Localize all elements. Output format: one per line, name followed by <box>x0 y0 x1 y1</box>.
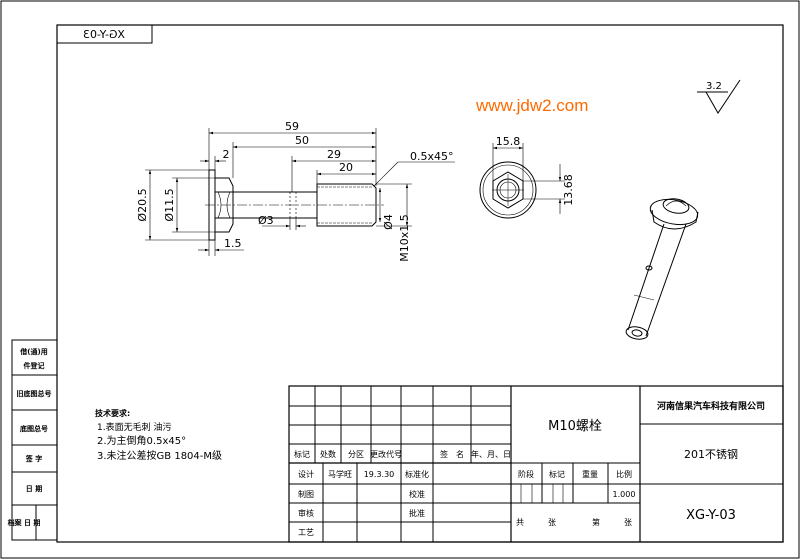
side-dimensions: 59 50 29 20 2 0.5x45° 1.5 Ø20.5 Ø11.5 <box>136 120 455 262</box>
dim-dia-11-5: Ø11.5 <box>163 188 176 221</box>
watermark-text: www.jdw2.com <box>475 96 588 115</box>
scale-value: 1.000 <box>613 490 636 499</box>
roughness-symbol: 3.2 <box>697 79 741 114</box>
strip-label-1: 件登记 <box>24 361 45 370</box>
lbl-mark: 标记 <box>549 469 565 479</box>
dim-15-8: 15.8 <box>496 135 521 148</box>
bolt-side-view <box>205 169 384 241</box>
dim-thread: M10x1.5 <box>398 214 411 262</box>
code-box <box>56 24 153 44</box>
strip-label-6: 档案 日 期 <box>7 518 41 527</box>
dim-20: 20 <box>339 161 353 174</box>
bolt-isometric-view <box>625 198 699 340</box>
strip-label-5: 日 期 <box>26 484 42 493</box>
drawing-number: XG-Y-03 <box>686 508 736 523</box>
note-2: 2.为主倒角0.5x45° <box>97 435 186 447</box>
dim-dia-4: Ø4 <box>382 214 395 230</box>
mirrored-code: XG-Y-03 <box>83 28 125 41</box>
lbl-review: 审核 <box>298 508 314 518</box>
lbl-weight: 重量 <box>582 469 598 479</box>
dim-13-68: 13.68 <box>562 174 575 206</box>
dim-chamfer: 0.5x45° <box>410 150 454 163</box>
lbl-check: 校准 <box>409 489 425 499</box>
hdr-mark: 标记 <box>294 449 310 459</box>
hdr-count: 处数 <box>320 449 336 459</box>
lbl-scale: 比例 <box>616 469 632 479</box>
hdr-date: 年、月、日 <box>471 449 511 459</box>
company-name: 河南信果汽车科技有限公司 <box>657 400 765 412</box>
dim-dia-20-5: Ø20.5 <box>136 188 149 221</box>
lbl-design: 设计 <box>298 469 314 479</box>
note-1: 1.表面无毛刺 油污 <box>97 421 171 433</box>
material: 201不锈钢 <box>684 448 738 461</box>
dim-dia-3: Ø3 <box>258 214 274 227</box>
strip-label-4: 签 字 <box>25 454 42 463</box>
dim-59: 59 <box>285 120 299 133</box>
technical-notes: 技术要求: 1.表面无毛刺 油污 2.为主倒角0.5x45° 3.未注公差按GB… <box>95 408 222 462</box>
notes-title: 技术要求: <box>95 408 130 418</box>
designer-name: 马学旺 <box>328 469 352 479</box>
lbl-total: 共 <box>516 518 524 527</box>
strip-label-0: 借(通)用 <box>19 347 47 356</box>
roughness-value: 3.2 <box>706 81 722 92</box>
left-strip: 借(通)用 件登记 旧底图总号 底图总号 签 字 日 期 档案 日 期 <box>7 339 58 541</box>
dim-1-5: 1.5 <box>224 237 242 250</box>
inner-frame <box>56 24 784 543</box>
lbl-sheet: 张 <box>548 518 556 527</box>
part-name: M10螺栓 <box>548 419 602 434</box>
dim-29: 29 <box>327 148 341 161</box>
lbl-draw: 制图 <box>298 489 314 499</box>
hdr-zone: 分区 <box>348 450 364 459</box>
design-date: 19.3.30 <box>364 470 395 479</box>
hdr-change: 更改代号 <box>370 449 402 459</box>
strip-label-3: 底图总号 <box>20 424 48 433</box>
dim-50: 50 <box>295 134 309 147</box>
lbl-approve: 批准 <box>409 508 425 518</box>
bolt-end-view: 15.8 13.68 <box>479 135 575 219</box>
lbl-sheet-2: 张 <box>624 518 632 527</box>
note-3: 3.未注公差按GB 1804-M级 <box>97 449 222 462</box>
lbl-standard: 标准化 <box>405 469 429 479</box>
lbl-no: 第 <box>592 517 600 527</box>
lbl-process: 工艺 <box>298 528 314 537</box>
strip-label-2: 旧底图总号 <box>17 389 52 398</box>
hdr-sign: 签 名 <box>440 449 464 459</box>
title-block: 标记 处数 分区 更改代号 签 名 年、月、日 设计 马学旺 19.3.30 标… <box>288 385 784 543</box>
dim-2: 2 <box>223 148 230 161</box>
lbl-stage: 阶段 <box>518 469 534 479</box>
